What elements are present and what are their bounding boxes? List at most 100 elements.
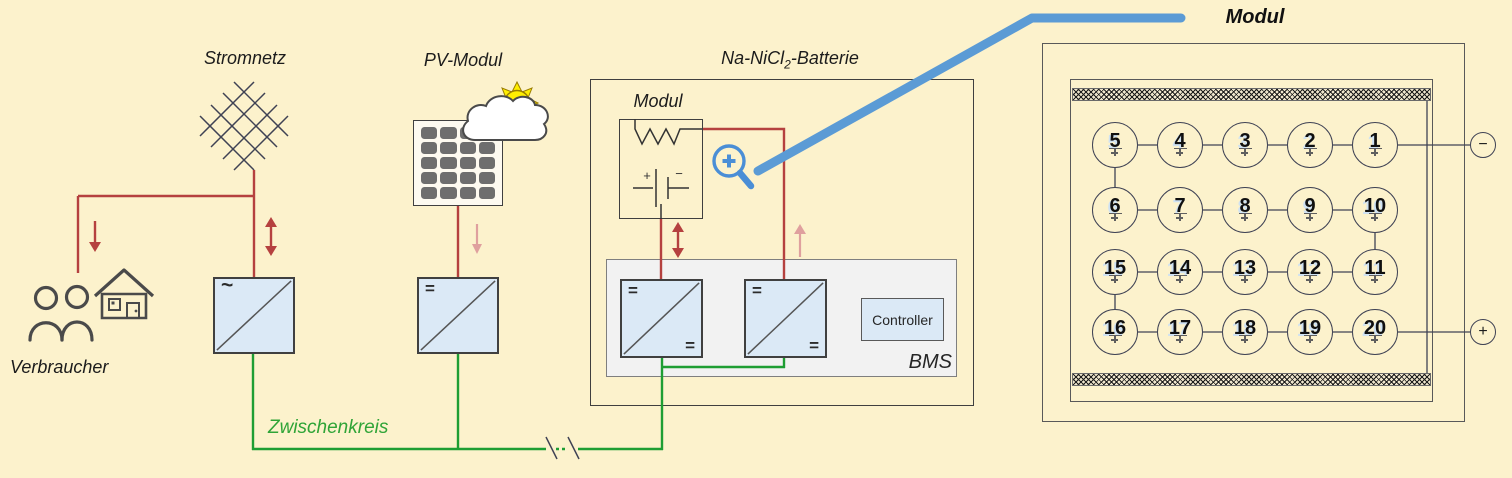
house-icon xyxy=(93,268,155,320)
battery-cell: 5 xyxy=(1092,122,1138,168)
label-battery-title: Na-NiCl2-Batterie xyxy=(700,48,880,72)
battery-cell: 7 xyxy=(1157,187,1203,233)
sun-cloud-icon xyxy=(455,78,555,148)
converter-diagonal xyxy=(747,282,824,355)
arrow-up-icon xyxy=(265,217,277,227)
converter-diagonal xyxy=(623,282,700,355)
dc-symbol: = xyxy=(809,336,819,355)
cell-polarity-icon xyxy=(1173,213,1187,222)
cell-number: 1 xyxy=(1369,130,1381,152)
cell-number: 11 xyxy=(1364,257,1386,279)
cell-polarity-icon xyxy=(1303,335,1317,344)
battery-cell: 18 xyxy=(1222,309,1268,355)
cell-polarity-icon xyxy=(1238,148,1252,157)
cell-polarity-icon xyxy=(1108,148,1122,157)
cell-number: 9 xyxy=(1304,195,1316,217)
battery-cell: 12 xyxy=(1287,249,1333,295)
cell-number: 8 xyxy=(1239,195,1251,217)
terminal-minus: − xyxy=(1470,132,1496,158)
battery-cell: 15 xyxy=(1092,249,1138,295)
cell-polarity-icon xyxy=(1108,335,1122,344)
battery-title-tail: -Batterie xyxy=(790,48,859,68)
cell-number: 3 xyxy=(1239,130,1251,152)
cell-number: 14 xyxy=(1168,257,1192,279)
module-detail-inner-box xyxy=(1070,79,1433,402)
cell-polarity-icon xyxy=(1173,335,1187,344)
people-icon xyxy=(28,284,94,342)
cell-polarity-icon xyxy=(1303,275,1317,284)
battery-cell: 3 xyxy=(1222,122,1268,168)
battery-cell: 14 xyxy=(1157,249,1203,295)
label-bms: BMS xyxy=(908,351,952,373)
battery-cell: 20 xyxy=(1352,309,1398,355)
terminal-plus: + xyxy=(1470,319,1496,345)
solar-panel-icon xyxy=(413,120,503,206)
label-verbraucher: Verbraucher xyxy=(10,357,109,377)
cell-polarity-icon xyxy=(1238,275,1252,284)
cell-number: 12 xyxy=(1298,257,1322,279)
converter-pv: = xyxy=(417,277,499,354)
battery-cell: 11 xyxy=(1352,249,1398,295)
battery-cell: 16 xyxy=(1092,309,1138,355)
label-pv-modul: PV-Modul xyxy=(423,50,503,70)
cell-polarity-icon xyxy=(1368,335,1382,344)
module-seal-top xyxy=(1072,88,1431,101)
cell-number: 16 xyxy=(1103,317,1127,339)
battery-cell: 8 xyxy=(1222,187,1268,233)
cell-polarity-icon xyxy=(1173,275,1187,284)
cell-number: 6 xyxy=(1109,195,1121,217)
cell-number: 20 xyxy=(1363,317,1387,339)
label-zwischenkreis: Zwischenkreis xyxy=(268,417,389,438)
cell-polarity-icon xyxy=(1368,148,1382,157)
cell-polarity-icon xyxy=(1108,275,1122,284)
battery-cell: 10 xyxy=(1352,187,1398,233)
dc-symbol: = xyxy=(628,281,638,300)
cell-number: 17 xyxy=(1168,317,1192,339)
cloud-icon xyxy=(462,95,549,141)
label-module-detail-title: Modul xyxy=(1225,6,1285,28)
cell-polarity-icon xyxy=(1368,213,1382,222)
cell-number: 18 xyxy=(1233,317,1257,339)
arrow-down-icon xyxy=(89,242,101,252)
dc-symbol: = xyxy=(685,336,695,355)
arrow-down-icon xyxy=(472,244,482,254)
dc-symbol: = xyxy=(425,279,435,298)
module-seal-bottom xyxy=(1072,373,1431,386)
cell-polarity-icon xyxy=(1173,148,1187,157)
converter-diagonal xyxy=(216,280,292,351)
cell-polarity-icon xyxy=(1108,213,1122,222)
controller-box: Controller xyxy=(861,298,944,341)
converter-diagonal xyxy=(420,280,496,351)
bus-break-icon xyxy=(545,436,580,460)
dc-symbol: = xyxy=(752,281,762,300)
cell-number: 13 xyxy=(1233,257,1257,279)
battery-title-main: Na-NiCl xyxy=(721,48,785,68)
battery-cell: 6 xyxy=(1092,187,1138,233)
cell-number: 15 xyxy=(1103,257,1127,279)
power-grid-icon xyxy=(199,81,289,171)
arrow-down-icon xyxy=(265,246,277,256)
battery-cell: 1 xyxy=(1352,122,1398,168)
converter-battery-1: = = xyxy=(620,279,703,358)
battery-title-sub: 2 xyxy=(784,57,791,72)
battery-cell: 17 xyxy=(1157,309,1203,355)
battery-cell: 13 xyxy=(1222,249,1268,295)
cell-polarity-icon xyxy=(1368,275,1382,284)
cell-polarity-icon xyxy=(1238,213,1252,222)
converter-grid-acdc: ~ xyxy=(213,274,295,354)
cell-polarity-icon xyxy=(1303,148,1317,157)
label-battery-module: Modul xyxy=(633,91,683,111)
ac-symbol: ~ xyxy=(221,274,234,297)
cell-polarity-icon xyxy=(1238,335,1252,344)
battery-module-symbol-box xyxy=(619,119,703,219)
battery-cell: 19 xyxy=(1287,309,1333,355)
converter-battery-2: = = xyxy=(744,279,827,358)
cell-number: 19 xyxy=(1298,317,1322,339)
consumers-icon xyxy=(28,268,155,342)
cell-number: 10 xyxy=(1363,195,1387,217)
module-detail-outer-box xyxy=(1042,43,1465,422)
cell-polarity-icon xyxy=(1303,213,1317,222)
battery-cell: 4 xyxy=(1157,122,1203,168)
label-stromnetz: Stromnetz xyxy=(203,48,287,68)
